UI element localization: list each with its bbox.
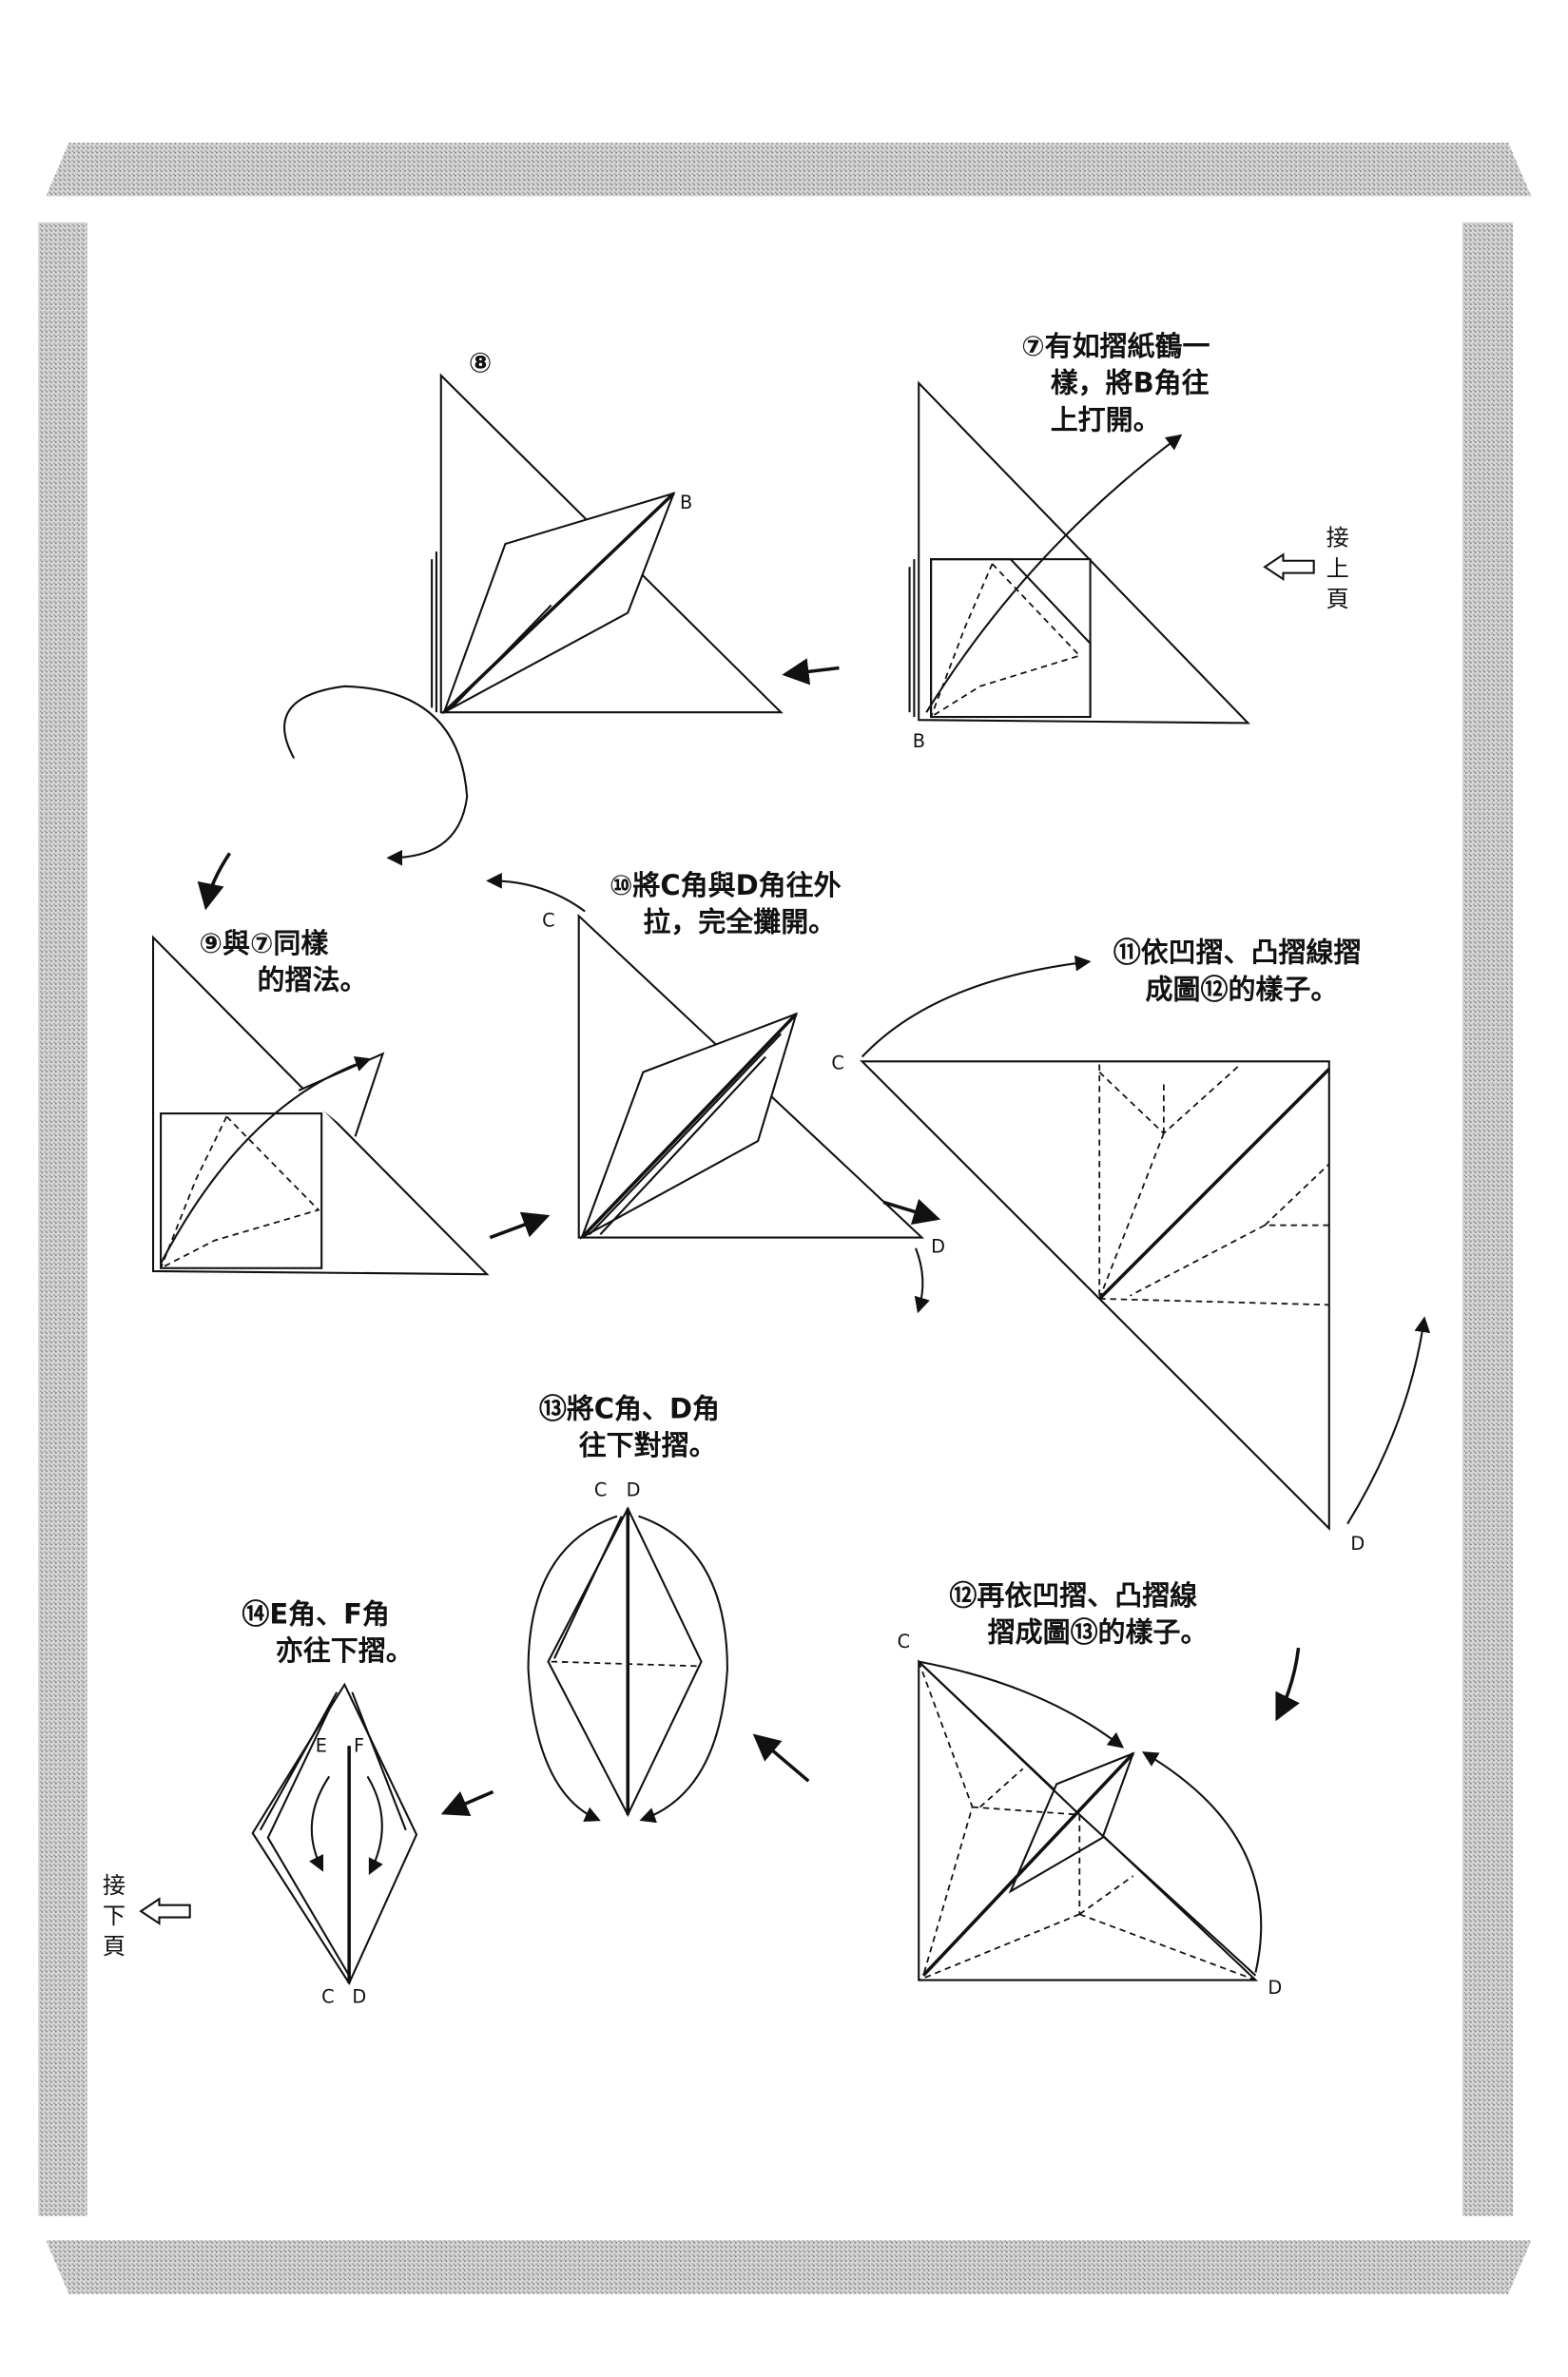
- step-9-diagram: ⑨與⑦同樣 的摺法。: [151, 927, 490, 1276]
- step-12-caption-line1: ⑫再依凹摺、凸摺線: [949, 1579, 1197, 1612]
- step-9-caption-line2: 的摺法。: [258, 964, 368, 996]
- step-7-diagram: B ⑦有如摺紙鶴一 樣，將B角往 上打開。: [908, 330, 1250, 752]
- left-border: [38, 222, 87, 2216]
- step-8-diagram: ⑧ B: [431, 347, 784, 715]
- step-7-caption-line2: 樣，將B角往: [1051, 367, 1210, 399]
- continued-char: 接: [103, 1872, 126, 1899]
- bottom-border: [46, 2240, 1532, 2294]
- rotate-arrow-icon: [283, 685, 469, 866]
- step-10-caption-line1: ⑩將C角與D角往外: [610, 869, 842, 901]
- arrow-down-icon: [197, 852, 232, 911]
- corner-d-label: D: [627, 1479, 641, 1501]
- corner-c-label: C: [321, 1986, 335, 2008]
- arrow-right-icon: [489, 1211, 551, 1240]
- step-9-caption-line1: ⑨與⑦同樣: [199, 927, 329, 959]
- step-12-caption-line2: 摺成圖⑬的樣子。: [988, 1616, 1209, 1649]
- step-14-diagram: E F C D ⑭E角、F角 亦往下摺。: [242, 1597, 418, 2008]
- corner-d-label: D: [1268, 1977, 1282, 1999]
- top-border: [46, 143, 1532, 197]
- step-10-diagram: C D ⑩將C角與D角往外 拉，完全攤開。: [486, 869, 945, 1314]
- step-7-caption-line3: 上打開。: [1051, 403, 1161, 435]
- corner-d-label: D: [931, 1236, 945, 1258]
- step-11-caption-line2: 成圖⑫的樣子。: [1146, 973, 1339, 1005]
- arrow-left-icon: [782, 658, 840, 686]
- continued-char: 接: [1326, 525, 1349, 551]
- corner-d-label: D: [352, 1986, 366, 2008]
- corner-b-label: B: [913, 730, 925, 752]
- flip-over-instruction: [283, 685, 469, 866]
- corner-d-label: D: [1350, 1533, 1365, 1555]
- arrow-down-left-icon: [440, 1789, 494, 1816]
- step-8-number: ⑧: [469, 347, 493, 379]
- step-13-diagram: C D ⑬將C角、D角 往下對摺。: [527, 1393, 728, 1824]
- continued-to-next-page[interactable]: 接 下 頁: [103, 1872, 191, 1960]
- corner-b-label: B: [680, 492, 692, 513]
- continued-char: 頁: [103, 1933, 126, 1960]
- step-13-caption-line2: 往下對摺。: [579, 1429, 717, 1461]
- corner-c-label: C: [542, 910, 555, 932]
- continued-char: 頁: [1326, 586, 1349, 612]
- step-11-caption-line1: ⑪依凹摺、凸摺線摺: [1113, 937, 1362, 969]
- corner-c-label: C: [898, 1631, 910, 1652]
- continued-char: 上: [1326, 555, 1349, 582]
- arrow-right-icon: [882, 1198, 941, 1225]
- corner-f-label: F: [354, 1735, 364, 1757]
- corner-c-label: C: [831, 1052, 843, 1073]
- step-10-caption-line2: 拉，完全攤開。: [643, 905, 836, 937]
- outline-arrow-left-icon: [139, 1897, 191, 1925]
- step-13-caption-line1: ⑬將C角、D角: [539, 1393, 720, 1425]
- corner-e-label: E: [316, 1735, 327, 1757]
- step-11-diagram: C D ⑪依凹摺、凸摺線摺 成圖⑫的樣子。: [831, 937, 1431, 1555]
- corner-c-label: C: [594, 1479, 608, 1501]
- step-12-diagram: C D ⑫再依凹摺、凸摺線 摺成圖⑬的樣子。: [898, 1579, 1301, 1999]
- continued-char: 下: [103, 1903, 126, 1929]
- step-14-caption-line2: 亦往下摺。: [276, 1634, 414, 1667]
- step-7-caption-line1: ⑦有如摺紙鶴一: [1021, 330, 1210, 362]
- continued-from-previous-page[interactable]: 接 上 頁: [1263, 525, 1349, 612]
- arrow-up-left-icon: [752, 1733, 810, 1783]
- step-14-caption-line1: ⑭E角、F角: [242, 1597, 389, 1630]
- right-border: [1462, 222, 1514, 2216]
- outline-arrow-left-icon: [1263, 552, 1315, 582]
